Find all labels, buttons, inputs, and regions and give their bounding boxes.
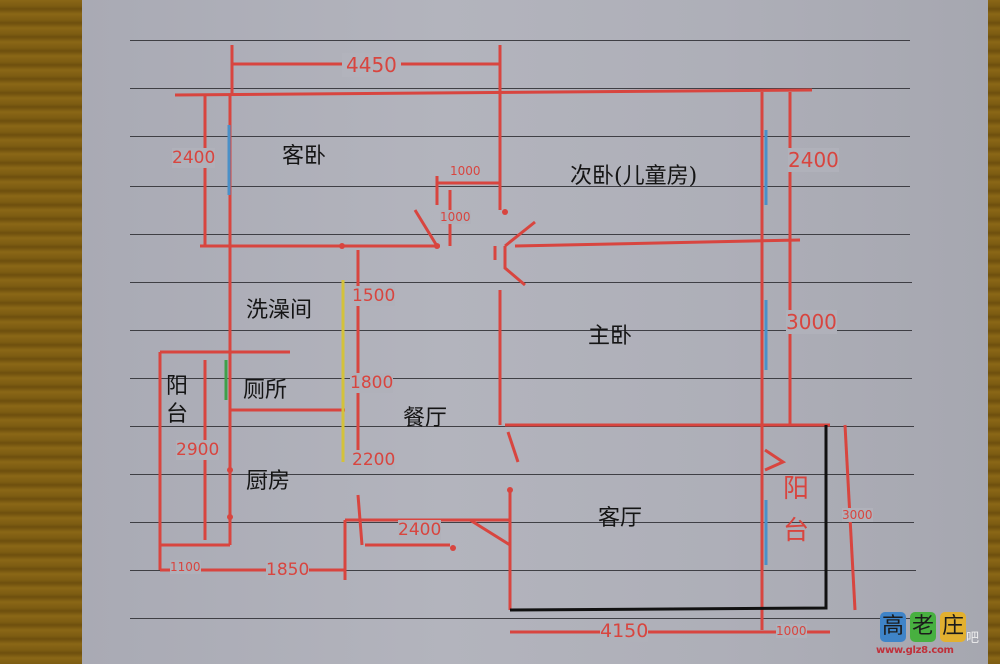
dim-master-height: 3000 bbox=[786, 310, 837, 334]
room-label-bathroom: 洗澡间 bbox=[246, 298, 313, 323]
dim-balcony-right-height: 3000 bbox=[842, 508, 873, 522]
watermark-char: 高 bbox=[880, 612, 906, 642]
room-label-balcony-right-top: 阳 bbox=[783, 474, 810, 504]
dim-top-width: 4450 bbox=[342, 53, 401, 77]
watermark-tail: 吧 bbox=[966, 631, 980, 646]
room-label-balcony-left-top: 阳 bbox=[166, 374, 189, 399]
dim-door-width: 1000 bbox=[450, 164, 481, 178]
ruled-line bbox=[130, 40, 910, 41]
watermark-url: www.glz8.com bbox=[876, 645, 954, 656]
dim-dining-width: 2400 bbox=[398, 520, 442, 540]
dim-balcony-left-width: 1100 bbox=[170, 560, 201, 574]
dim-kitchen-width: 1850 bbox=[266, 560, 310, 580]
room-label-balcony-right-bottom: 台 bbox=[783, 516, 810, 546]
ruled-line bbox=[130, 186, 910, 187]
dim-balcony-right-width: 1000 bbox=[776, 624, 807, 638]
room-label-second-bedroom: 次卧(儿童房) bbox=[570, 164, 698, 189]
watermark-char: 老 bbox=[910, 612, 936, 642]
ruled-line bbox=[130, 88, 910, 89]
ruled-line bbox=[130, 330, 912, 331]
dim-toilet-height: 1800 bbox=[350, 373, 394, 393]
ruled-line bbox=[130, 570, 916, 571]
ruled-line bbox=[130, 618, 916, 619]
ruled-line bbox=[130, 136, 910, 137]
room-label-master-bedroom: 主卧 bbox=[588, 324, 633, 349]
room-label-dining: 餐厅 bbox=[403, 406, 448, 431]
dim-balcony-left-height: 2900 bbox=[176, 440, 220, 460]
dim-guest-height: 2400 bbox=[172, 148, 216, 168]
room-label-kitchen: 厨房 bbox=[246, 469, 291, 494]
room-label-toilet: 厕所 bbox=[243, 378, 288, 403]
dim-dining-height: 2200 bbox=[352, 450, 396, 470]
room-label-guest-bedroom: 客卧 bbox=[282, 144, 327, 169]
dim-second-height: 2400 bbox=[788, 148, 839, 172]
watermark-char: 庄 bbox=[940, 612, 966, 642]
room-label-living-room: 客厅 bbox=[598, 506, 643, 531]
desk-right bbox=[984, 0, 1000, 664]
ruled-line bbox=[130, 378, 912, 379]
notebook-paper bbox=[82, 0, 988, 664]
ruled-line bbox=[130, 474, 914, 475]
dim-bathroom-height: 1500 bbox=[352, 286, 396, 306]
room-label-balcony-left-bottom: 台 bbox=[166, 402, 189, 427]
dim-living-width: 4150 bbox=[600, 620, 649, 642]
dim-door-depth: 1000 bbox=[440, 210, 471, 224]
watermark-logo: 高 老 庄 吧 www.glz8.com bbox=[876, 609, 996, 661]
ruled-line bbox=[130, 522, 914, 523]
